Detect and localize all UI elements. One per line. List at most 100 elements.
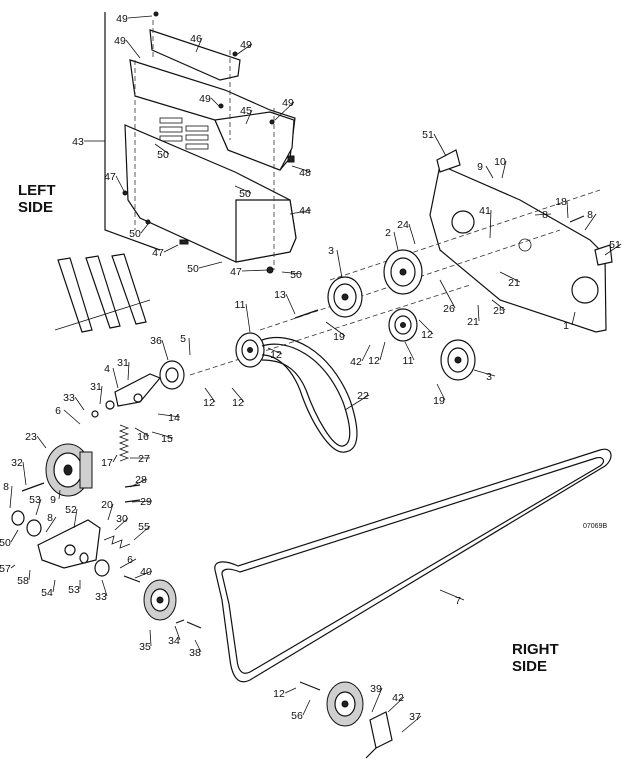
callout-number: 2 [385,227,391,239]
callout-leader [195,37,203,53]
callout-leader [289,209,312,215]
callout-number: 40 [140,566,152,578]
callout-number: 54 [41,587,53,599]
callout-leader [107,503,114,521]
callout-leader [140,223,149,234]
callout-number: 42 [392,692,404,704]
callout-leader [9,485,13,509]
callout-leader [63,409,81,425]
callout-number: 26 [443,303,455,315]
callout-leader [361,344,371,362]
callout-number: 47 [152,247,164,259]
callout-number: 28 [135,474,147,486]
callout-leader [344,394,370,411]
pulley-34 [143,579,177,621]
callout-leader [112,367,119,389]
callout-number: 46 [190,33,202,45]
callout-leader [571,311,576,326]
pulley-2 [383,249,423,295]
callout-number: 36 [150,335,162,347]
callout-leader [163,244,179,253]
callout-number: 53 [68,584,80,596]
misc-bolts [21,215,585,691]
callout-leader [157,413,181,418]
callout-leader [418,319,434,335]
callout-leader [174,625,181,641]
callout-number: 39 [370,683,382,695]
callout-number: 3 [328,245,334,257]
callout-number: 47 [230,266,242,278]
callout-leader [245,109,253,125]
callout-leader [58,489,61,500]
callout-leader [566,200,569,219]
callout-leader [291,165,312,173]
callout-number: 50 [0,537,11,549]
callout-number: 12 [203,397,215,409]
callout-leader [131,500,153,503]
callout-leader [491,299,506,311]
callout-leader [154,143,170,155]
callout-leader [408,223,416,245]
pulley-37 [326,681,364,727]
callout-leader [336,249,343,279]
callout-leader [387,696,405,713]
callout-leader [371,687,383,713]
right-side-label: RIGHT SIDE [512,641,559,675]
callout-number: 1 [563,320,569,332]
callout-leader [485,165,494,179]
callout-number: 48 [299,167,311,179]
callout-leader [127,15,153,19]
callout-number: 17 [101,457,113,469]
callout-leader [112,454,118,463]
callout-number: 8 [542,209,548,221]
callout-number: 23 [25,431,37,443]
callout-number: 27 [138,453,150,465]
callout-number: 50 [157,149,169,161]
callout-leader [210,97,220,107]
callout-number: 51 [422,129,434,141]
callout-number: 30 [116,513,128,525]
callout-number: 38 [189,647,201,659]
callout-leader [501,160,507,179]
callout-leader [151,431,174,439]
pulley-3-lower [440,339,476,381]
callout-leader [274,101,295,121]
callout-number: 12 [368,355,380,367]
callout-leader [119,558,137,569]
callout-number: 53 [29,494,41,506]
callout-number: 31 [90,381,102,393]
callout-number: 19 [433,395,445,407]
belt-22 [261,336,358,453]
callout-leader [28,569,31,581]
lower-tensioner-bracket [11,510,110,577]
callout-number: 33 [95,591,107,603]
callout-number: 14 [168,412,180,424]
callout-number: 8 [587,209,593,221]
idler-bracket-assembly [54,253,185,418]
pulley-11-left [235,332,265,368]
callout-leader [198,261,223,269]
callout-leader [52,579,56,593]
callout-leader [188,337,191,356]
callout-leader [134,427,150,437]
callout-leader [204,387,216,403]
callout-number: 8 [3,481,9,493]
callout-number: 12 [232,397,244,409]
callout-leader [99,385,103,405]
callout-number: 56 [291,710,303,722]
callout-number: 32 [11,457,23,469]
right-side-line2: SIDE [512,658,548,675]
callout-leader [241,269,269,272]
callout-number: 55 [138,521,150,533]
callout-leader [149,629,152,647]
callout-number: 34 [168,635,180,647]
callout-leader [489,209,492,239]
callout-leader [439,279,456,309]
callout-leader [281,271,303,275]
left-shield-assembly [92,11,297,274]
callout-leader [45,516,57,533]
callout-number: 49 [240,39,252,51]
clutch-23 [45,443,93,497]
